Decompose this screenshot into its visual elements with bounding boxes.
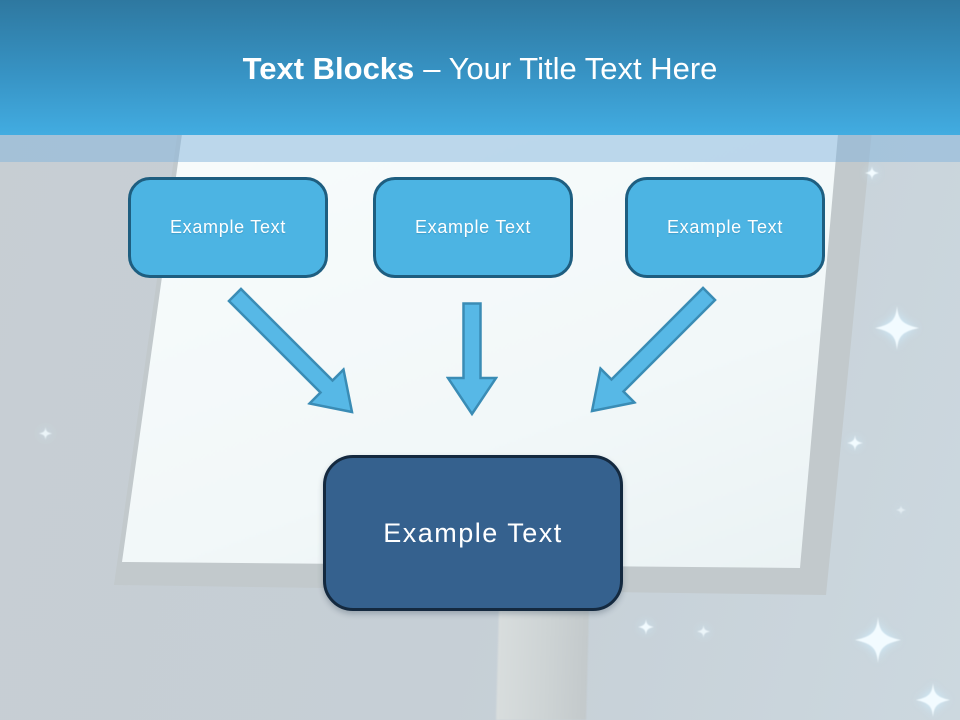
header-fade-band (0, 135, 960, 162)
title-subtitle: – Your Title Text Here (423, 51, 718, 86)
slide-header: Text Blocks– Your Title Text Here (0, 0, 960, 135)
title-emphasis: Text Blocks (242, 51, 415, 86)
text-block-3-label: Example Text (666, 217, 784, 237)
sparkle-icon (896, 505, 906, 515)
arrow-down-left-shape (590, 286, 717, 413)
sparkle-icon (638, 619, 654, 635)
sparkle-icon (847, 435, 863, 451)
text-block-1[interactable]: Example Text (128, 177, 328, 278)
text-block-3[interactable]: Example Text (625, 177, 825, 278)
target-text-block[interactable]: Example Text (323, 455, 623, 611)
text-block-2[interactable]: Example Text (373, 177, 573, 278)
sparkle-icon (697, 625, 710, 638)
arrow-down-shape (446, 302, 498, 417)
sparkle-icon (875, 306, 919, 350)
sparkle-icon (39, 427, 52, 440)
sparkle-icon (916, 683, 950, 717)
arrow-down-right-icon[interactable] (216, 276, 373, 433)
sparkle-icon (855, 617, 901, 663)
text-block-1-label: Example Text (169, 217, 287, 237)
arrow-down-icon[interactable] (446, 302, 498, 417)
text-block-2-label: Example Text (414, 217, 532, 237)
arrow-down-right-shape (227, 287, 354, 414)
arrow-down-left-icon[interactable] (572, 275, 729, 432)
target-text-block-label: Example Text (383, 517, 563, 548)
slide-title[interactable]: Text Blocks– Your Title Text Here (0, 51, 960, 86)
